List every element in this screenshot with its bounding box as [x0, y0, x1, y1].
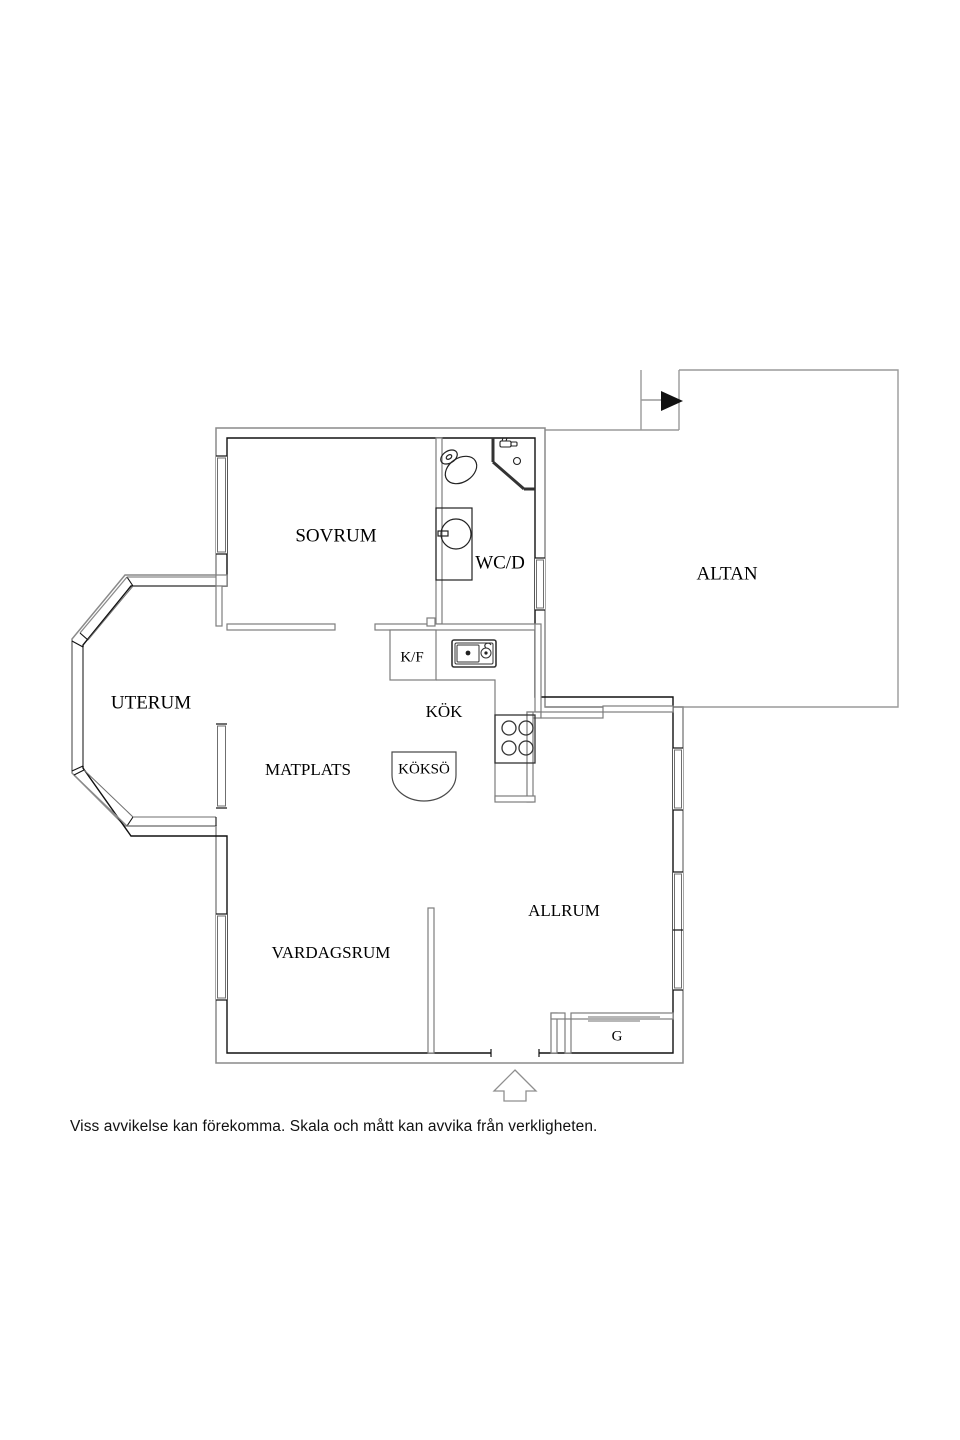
- room-label-koksö: KÖKSÖ: [398, 760, 450, 777]
- entrance-opening: [491, 1049, 539, 1057]
- room-label-sovrum: SOVRUM: [295, 525, 376, 546]
- room-label-wcd: WC/D: [475, 552, 525, 573]
- exterior-walls: [71, 427, 684, 1064]
- wardrobe-rail: [588, 1016, 660, 1022]
- terrace-access-arrow: [661, 391, 683, 411]
- floor-drain-icon: [512, 456, 522, 466]
- room-label-garderob: G: [612, 1028, 623, 1044]
- windows: [216, 455, 683, 1001]
- shower-fixture: [491, 438, 535, 491]
- toilet-fixture: [440, 449, 478, 485]
- room-label-kf: K/F: [400, 649, 423, 665]
- cooktop-fixture: [494, 714, 536, 764]
- room-label-matplats: MATPLATS: [265, 760, 351, 779]
- room-label-allrum: ALLRUM: [528, 901, 600, 920]
- room-label-uterum: UTERUM: [111, 692, 191, 713]
- room-label-kok: KÖK: [426, 702, 464, 721]
- altan-outline: [545, 369, 899, 708]
- room-label-altan: ALTAN: [696, 563, 757, 584]
- kitchen-island-fixture: [391, 751, 457, 802]
- washbasin-fixture: [435, 507, 473, 581]
- disclaimer-text: Viss avvikelse kan förekomma. Skala och …: [70, 1118, 598, 1135]
- showerhead-icon: [499, 437, 518, 448]
- room-labels: SOVRUM WC/D ALTAN UTERUM K/F KÖK MATPLAT…: [111, 525, 758, 1044]
- uterum-glazing: [71, 576, 217, 827]
- kitchen-sink-fixture: [451, 639, 497, 668]
- entrance-arrow: [492, 1069, 538, 1102]
- room-label-vardagsrum: VARDAGSRUM: [272, 943, 391, 962]
